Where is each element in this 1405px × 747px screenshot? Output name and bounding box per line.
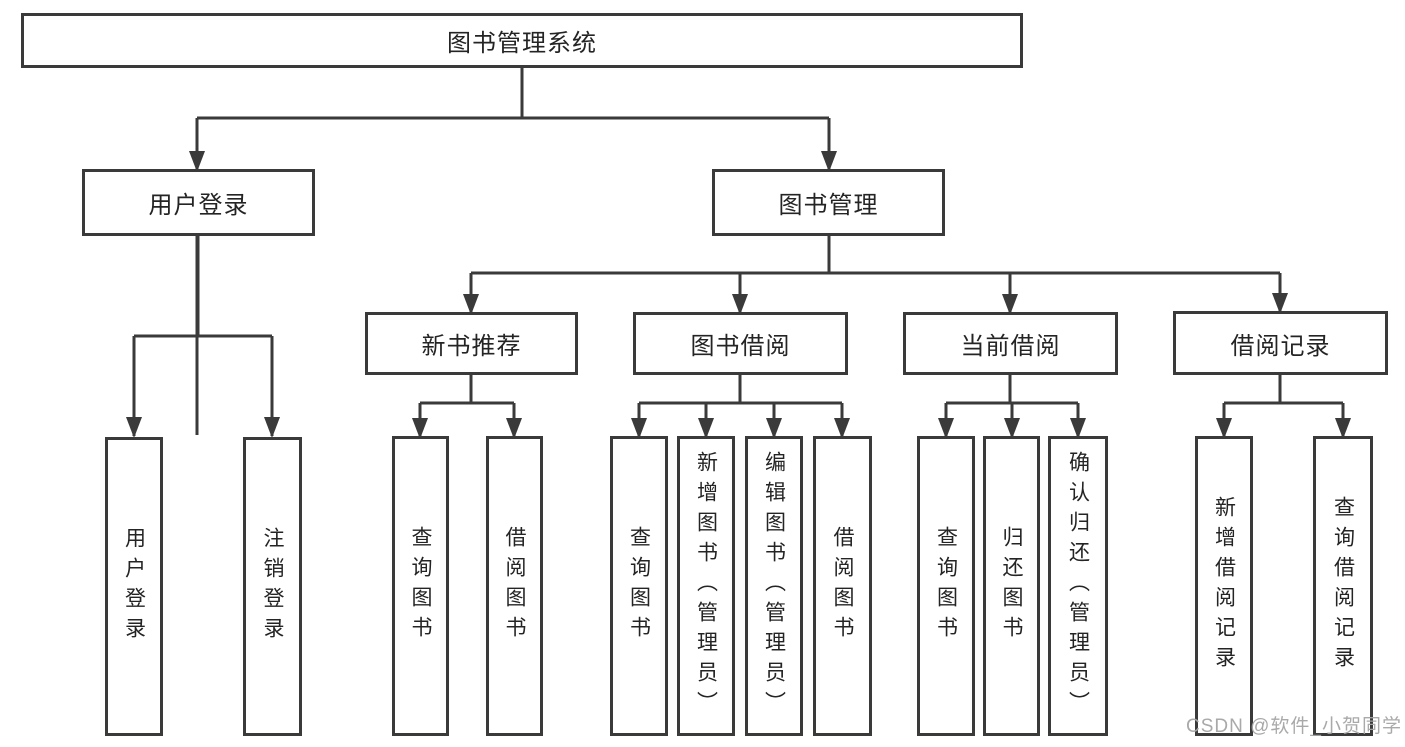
node-borrowing-records-label: 借阅记录 — [1230, 332, 1331, 360]
leaf-br-add-record: 新增借阅记录 — [1195, 436, 1253, 736]
leaf-bb-borrow-books-label: 借阅图书 — [831, 526, 854, 646]
leaf-cb-query-books-label: 查询图书 — [934, 526, 958, 646]
leaf-bb-query-books-label: 查询图书 — [627, 526, 651, 646]
node-book-management: 图书管理 — [712, 169, 945, 236]
connector-user-login-branch — [132, 235, 274, 436]
leaf-user-login-label: 用户登录 — [122, 526, 146, 647]
leaf-nbr-query-books: 查询图书 — [392, 436, 449, 736]
leaf-bb-query-books: 查询图书 — [610, 436, 668, 736]
leaf-user-login: 用户登录 — [105, 437, 163, 736]
node-new-book-recommend-label: 新书推荐 — [421, 333, 522, 360]
leaf-logout: 注销登录 — [243, 437, 302, 736]
leaf-cb-return-books: 归还图书 — [983, 436, 1040, 736]
node-book-borrowing: 图书借阅 — [633, 312, 848, 375]
connector-new-book-rec-branch — [418, 375, 516, 436]
connector-book-borrow-branch — [637, 375, 844, 436]
leaf-br-query-record-label: 查询借阅记录 — [1331, 496, 1355, 676]
node-borrowing-records: 借阅记录 — [1173, 311, 1388, 375]
node-user-login-label: 用户登录 — [148, 192, 249, 219]
leaf-bb-edit-books-label: 编辑图书（管理员） — [762, 451, 786, 721]
node-root-label: 图书管理系统 — [447, 30, 597, 57]
leaf-logout-label: 注销登录 — [261, 526, 284, 647]
leaf-bb-borrow-books: 借阅图书 — [813, 436, 872, 736]
leaf-cb-confirm-return: 确认归还（管理员） — [1048, 436, 1108, 736]
node-user-login: 用户登录 — [82, 169, 315, 236]
node-root: 图书管理系统 — [21, 13, 1023, 68]
node-current-borrowing: 当前借阅 — [903, 312, 1118, 375]
leaf-cb-confirm-return-label: 确认归还（管理员） — [1066, 451, 1090, 721]
leaf-cb-query-books: 查询图书 — [917, 436, 975, 736]
leaf-bb-add-books-label: 新增图书（管理员） — [694, 451, 718, 721]
connector-book-mgmt-branch — [469, 235, 1282, 312]
node-new-book-recommend: 新书推荐 — [365, 312, 578, 375]
node-book-borrowing-label: 图书借阅 — [690, 333, 791, 360]
leaf-bb-add-books: 新增图书（管理员） — [677, 436, 735, 736]
csdn-watermark: CSDN @软件_小贺同学 — [1186, 716, 1402, 737]
leaf-nbr-borrow-books-label: 借阅图书 — [503, 526, 526, 646]
leaf-br-query-record: 查询借阅记录 — [1313, 436, 1373, 736]
node-book-management-label: 图书管理 — [778, 192, 879, 219]
leaf-cb-return-books-label: 归还图书 — [1000, 526, 1023, 646]
connector-borrow-records-branch — [1222, 375, 1345, 436]
node-current-borrowing-label: 当前借阅 — [960, 333, 1061, 360]
leaf-nbr-query-books-label: 查询图书 — [409, 526, 432, 646]
leaf-bb-edit-books: 编辑图书（管理员） — [745, 436, 803, 736]
connector-root — [195, 68, 831, 435]
connector-current-borrow-branch — [944, 375, 1080, 436]
leaf-br-add-record-label: 新增借阅记录 — [1212, 496, 1236, 676]
leaf-nbr-borrow-books: 借阅图书 — [486, 436, 543, 736]
